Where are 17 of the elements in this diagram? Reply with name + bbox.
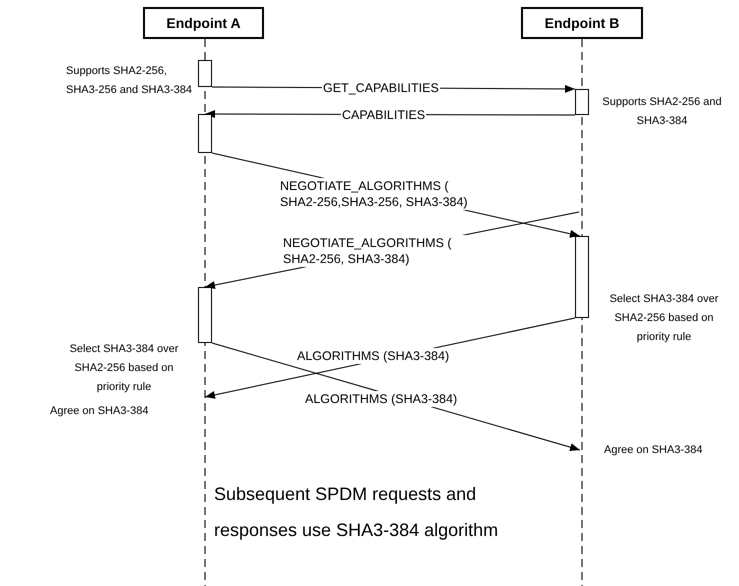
note-text: Subsequent SPDM requests and responses use SHA3-384 algorithm — [214, 483, 500, 542]
activation-bar — [198, 114, 212, 153]
activation-bar — [198, 60, 212, 87]
side-note: Select SHA3-384 over SHA2-256 based on priority rule — [608, 292, 720, 345]
activation-bar — [198, 287, 212, 343]
edge-label: GET_CAPABILITIES — [322, 80, 440, 96]
activation-bar — [575, 89, 589, 115]
edge-label: ALGORITHMS (SHA3-384) — [296, 348, 450, 364]
note-text: Agree on SHA3-384 — [50, 404, 150, 419]
activation-bar — [575, 236, 589, 318]
participant-box: Endpoint B — [521, 7, 643, 39]
participant-box: Endpoint A — [143, 7, 264, 39]
note-text: Agree on SHA3-384 — [604, 443, 704, 458]
edge-label: ALGORITHMS (SHA3-384) — [304, 391, 458, 407]
side-note: Supports SHA2-256 and SHA3-384 — [601, 95, 723, 129]
side-note: Supports SHA2-256, SHA3-256 and SHA3-384 — [66, 64, 193, 98]
side-note: Select SHA3-384 over SHA2-256 based on priority rule — [68, 342, 180, 395]
